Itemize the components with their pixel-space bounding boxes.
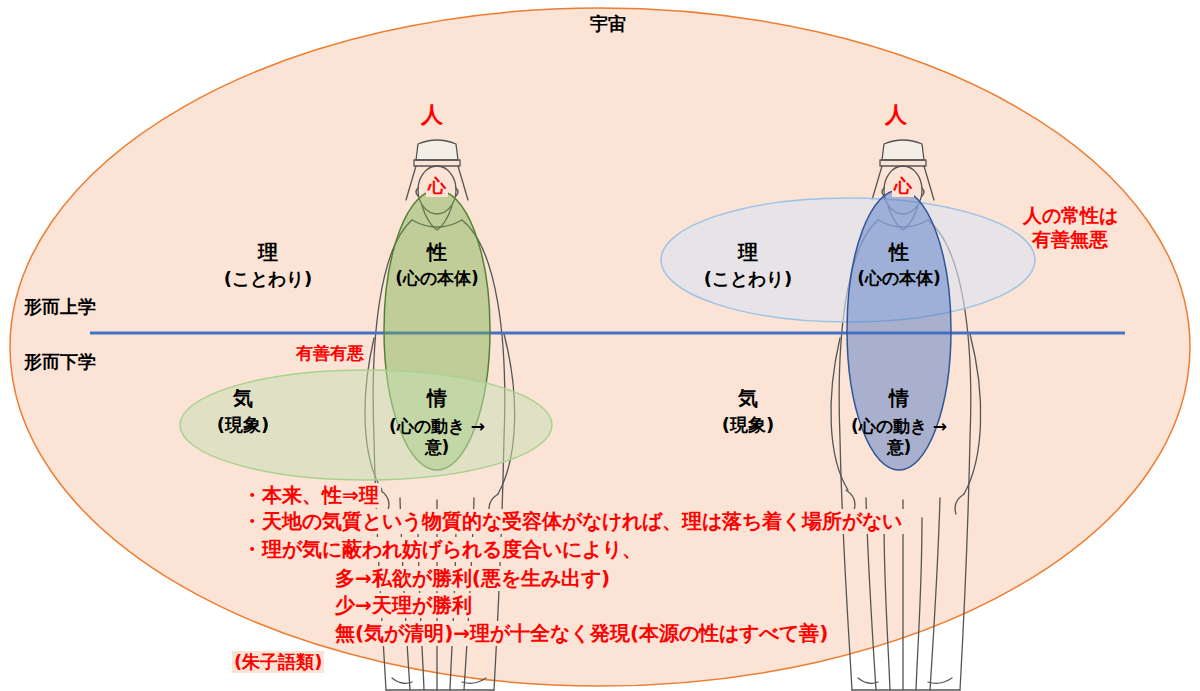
node-heading: 情 [427,386,447,411]
node-heading: 宇宙 [590,13,626,36]
universe-ellipse: 性 (心の本体) 情 (心の動き →意) 気 (現象) 理 (ことわり) 性 (心の本体) 情 (心の… [10,8,1190,686]
label-text: 人の常性は 有善無悪 [1010,204,1130,252]
node-subtext: (現象) [217,414,269,437]
label-text: 心 [892,175,914,198]
node-subtext: (心の動き →意) [387,416,487,459]
note-text: (朱子語類) [232,651,324,674]
node-subtext: (心の動き →意) [849,416,949,459]
node-heading: 気 [233,386,253,411]
note-text: ・天地の気質という物質的な受容体がなければ、理は落ち着く場所がない [240,509,904,534]
divider-line [90,332,1125,335]
node-subtext: (心の本体) [395,268,479,289]
qi-ellipse: 気 (現象) [180,370,552,480]
note-text: ・理が気に蔽われ妨げられる度合いにより、 [240,537,644,562]
node-heading: 情 [889,386,909,411]
note-text: 少→天理が勝利 [333,593,474,618]
label-text: 有善有悪 [294,343,366,364]
node-heading: 性 [427,240,447,265]
note-text: 多→私欲が勝利(悪を生み出す) [333,566,612,591]
ellipse-shape [180,370,552,480]
note-text: 無(気が清明)→理が十全なく発現(本源の性はすべて善) [333,621,830,646]
label-text: 気 [738,386,758,411]
label-text: 理 [258,240,278,265]
node-subtext: (ことわり) [704,268,792,291]
label-text: 形而下学 [24,351,96,374]
label-text: 人 [421,101,443,129]
label-text: 人 [885,101,907,129]
ellipse-shape [10,8,1190,686]
node-heading: 理 [738,240,758,265]
label-text: (現象) [722,414,774,437]
ellipse-shape [384,190,490,470]
ellipse-shape [847,190,951,470]
label-text: (ことわり) [224,268,312,291]
nature-ellipse: 性 (心の本体) 情 (心の動き →意) [847,190,951,470]
node-subtext: (心の本体) [857,268,941,289]
note-text: ・本来、性⇒理 [240,483,381,508]
nature-ellipse: 性 (心の本体) 情 (心の動き →意) [384,190,490,470]
label-text: 形而上学 [24,296,96,319]
node-heading: 性 [889,240,909,265]
label-text: 心 [426,175,448,198]
